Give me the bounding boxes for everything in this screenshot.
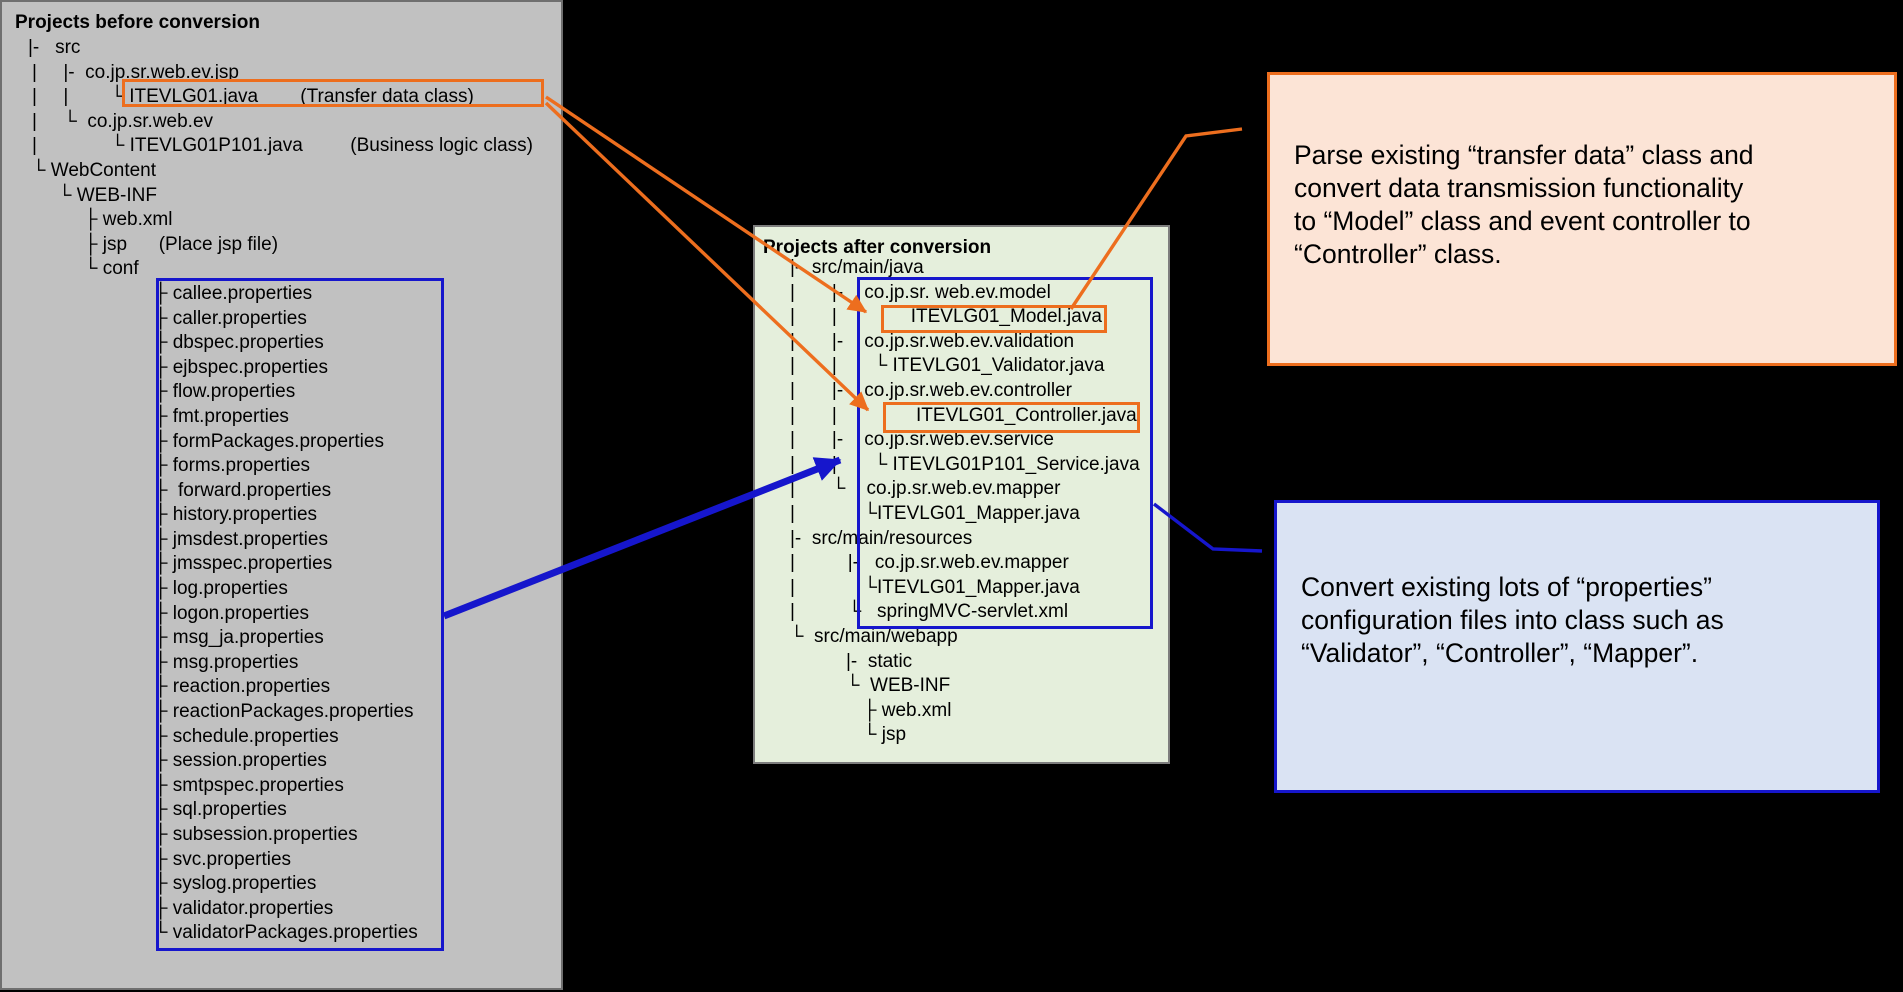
tree-row: └ WebContent bbox=[32, 159, 157, 181]
tree-row: └ jsp bbox=[863, 724, 907, 746]
tree-row: | └ co.jp.sr.web.ev.mapper bbox=[790, 478, 1061, 500]
tree-row: ├ reaction.properties bbox=[154, 676, 331, 698]
tree-row: ├ web.xml bbox=[863, 699, 952, 721]
tree-row: |- static bbox=[846, 650, 913, 672]
tree-row: | |- co.jp.sr.web.ev.service bbox=[790, 429, 1054, 451]
panel-before-conversion: Projects before conversion |- src | |- co… bbox=[0, 0, 563, 990]
callout-transfer-data: Parse existing “transfer data” class and… bbox=[1267, 72, 1897, 366]
tree-row: ├ caller.properties bbox=[154, 307, 307, 329]
tree-row: ├ jsp (Place jsp file) bbox=[84, 233, 279, 255]
connector-after-to-note bbox=[1152, 502, 1263, 553]
tree-row: | | └ ITEVLG01_Validator.java bbox=[790, 355, 1105, 377]
tree-row: ├ msg.properties bbox=[154, 651, 299, 673]
tree-row: └ validatorPackages.properties bbox=[154, 922, 418, 944]
tree-row: ├ forward.properties bbox=[154, 479, 332, 501]
tree-row: ├ reactionPackages.properties bbox=[154, 701, 414, 723]
panel-after-conversion: Projects after conversion |- src/main/ja… bbox=[753, 225, 1170, 764]
panel-before-title: Projects before conversion bbox=[15, 12, 260, 33]
tree-row: └ WEB-INF bbox=[846, 675, 951, 697]
tree-row: | └ITEVLG01_Mapper.java bbox=[790, 576, 1080, 598]
tree-row: | | └ ITEVLG01P101_Service.java bbox=[790, 453, 1140, 475]
tree-row: ├ fmt.properties bbox=[154, 405, 289, 427]
tree-row: ├ sql.properties bbox=[154, 799, 287, 821]
tree-row: ├ formPackages.properties bbox=[154, 430, 384, 452]
after-tree: |- src/main/java | |- co.jp.sr. web.ev.mo… bbox=[755, 256, 1168, 748]
tree-row: | | ITEVLG01_Controller.java bbox=[790, 404, 1137, 426]
tree-row: ├ logon.properties bbox=[154, 602, 309, 624]
tree-row: | |- co.jp.sr.web.ev.jsp bbox=[32, 61, 239, 83]
before-tree: |- src | |- co.jp.sr.web.ev.jsp | | └ ITEV… bbox=[2, 36, 561, 946]
tree-row: | |- co.jp.sr.web.ev.validation bbox=[790, 330, 1075, 352]
tree-row: |- src bbox=[28, 37, 81, 58]
tree-row: | |- co.jp.sr. web.ev.model bbox=[790, 281, 1051, 303]
tree-row: |- src/main/resources bbox=[790, 527, 973, 549]
tree-row: | |- co.jp.sr.web.ev.controller bbox=[790, 379, 1072, 401]
tree-row: ├ forms.properties bbox=[154, 455, 311, 477]
tree-row: └ WEB-INF bbox=[58, 184, 157, 206]
tree-row: | | ITEVLG01_Model.java bbox=[790, 306, 1102, 328]
tree-row: ├ schedule.properties bbox=[154, 725, 339, 747]
tree-row: ├ smtpspec.properties bbox=[154, 774, 344, 796]
tree-row: ├ ejbspec.properties bbox=[154, 356, 328, 378]
tree-row: ├ svc.properties bbox=[154, 848, 292, 870]
tree-row: ├ validator.properties bbox=[154, 897, 334, 919]
tree-row: |- src/main/java bbox=[790, 257, 924, 278]
tree-row: ├ msg_ja.properties bbox=[154, 627, 324, 649]
tree-row: | └ springMVC-servlet.xml bbox=[790, 601, 1069, 623]
tree-row: ├ jmsspec.properties bbox=[154, 553, 333, 575]
tree-row: ├ syslog.properties bbox=[154, 873, 317, 895]
tree-row: ├ web.xml bbox=[84, 209, 173, 231]
tree-row: | └ ITEVLG01P101.java (Business logic cl… bbox=[32, 135, 533, 157]
tree-row: | └ITEVLG01_Mapper.java bbox=[790, 502, 1080, 524]
tree-row: └ src/main/webapp bbox=[790, 625, 958, 647]
tree-row: ├ flow.properties bbox=[154, 381, 296, 403]
tree-row: ├ session.properties bbox=[154, 750, 327, 772]
tree-row: └ conf bbox=[84, 258, 139, 280]
tree-row: | |- co.jp.sr.web.ev.mapper bbox=[790, 552, 1069, 574]
tree-row: | └ co.jp.sr.web.ev bbox=[32, 110, 214, 132]
tree-row: ├ jmsdest.properties bbox=[154, 528, 328, 550]
tree-row: ├ history.properties bbox=[154, 504, 318, 526]
tree-row: ├ subsession.properties bbox=[154, 824, 358, 845]
tree-row: ├ log.properties bbox=[154, 578, 288, 600]
tree-row: ├ dbspec.properties bbox=[154, 332, 324, 354]
tree-row: | | └ ITEVLG01.java (Transfer data class… bbox=[32, 86, 474, 108]
callout-properties: Convert existing lots of “properties” co… bbox=[1274, 500, 1880, 793]
tree-row: ├ callee.properties bbox=[154, 282, 313, 304]
